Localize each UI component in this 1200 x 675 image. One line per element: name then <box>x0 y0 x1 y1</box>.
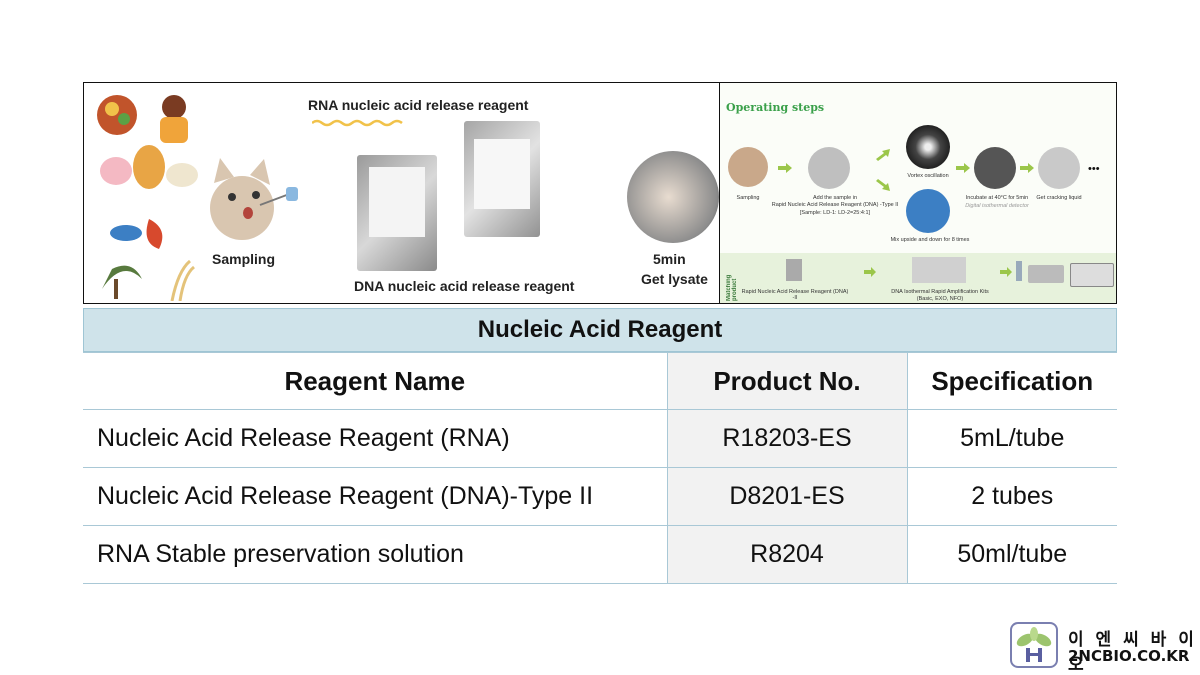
rna-reagent-title: RNA nucleic acid release reagent <box>308 97 529 113</box>
table-row: RNA Stable preservation solution R8204 5… <box>83 525 1117 584</box>
sample-types-illustration <box>97 95 198 301</box>
operating-steps-panel: Operating steps Sampling Add the sample … <box>720 82 1117 304</box>
cat-illustration <box>210 158 298 240</box>
header-reagent-name: Reagent Name <box>83 352 668 410</box>
vortex-photo <box>906 125 950 169</box>
more-steps-ellipsis: ••• <box>1088 163 1100 175</box>
table-row: Nucleic Acid Release Reagent (RNA) R1820… <box>83 409 1117 468</box>
cell-specification: 5mL/tube <box>906 409 1117 468</box>
step-sampling-photo <box>728 147 768 187</box>
instrument-photo <box>1070 263 1114 287</box>
product-photo-panel: Sampling RNA nucleic acid release reagen… <box>83 82 720 304</box>
incubate-photo <box>974 147 1016 189</box>
cell-specification: 2 tubes <box>906 467 1117 526</box>
cell-product-no: D8201-ES <box>666 467 908 526</box>
header-product-no: Product No. <box>666 352 908 410</box>
matching-product-strip: Matching product Rapid Nucleic Acid Rele… <box>720 253 1116 303</box>
dna-reagent-title: DNA nucleic acid release reagent <box>354 278 575 294</box>
sampling-label: Sampling <box>212 251 276 267</box>
arrow-right-icon <box>1000 267 1012 277</box>
arrow-right-icon <box>956 163 970 173</box>
time-label: 5min <box>653 251 686 267</box>
dna-reagent-bag-photo <box>357 155 437 271</box>
lysate-label: Get lysate <box>641 271 708 287</box>
step-incubate-label: Incubate at 40°C for 5min <box>965 195 1029 201</box>
table-header-row: Reagent Name Product No. Specification <box>83 352 1117 410</box>
step-vortex-label: Vortex oscillation <box>907 173 949 179</box>
cell-product-no: R18203-ES <box>666 409 908 468</box>
step-sampling-label: Sampling <box>736 195 760 201</box>
arrow-right-icon <box>778 163 792 173</box>
matching-product-label: Matching product <box>726 274 738 301</box>
step-crack-label: Get cracking liquid <box>1036 195 1082 201</box>
detector-photo <box>1028 265 1064 283</box>
step-add-sample-label-1: Add the sample in <box>812 195 858 201</box>
cell-reagent-name: RNA Stable preservation solution <box>83 525 668 584</box>
arrow-up-right-icon <box>876 149 890 161</box>
rna-reagent-bag-photo <box>464 121 540 237</box>
cell-reagent-name: Nucleic Acid Release Reagent (DNA)-Type … <box>83 467 668 526</box>
lysate-photo <box>627 151 719 243</box>
company-name-korean: 이 엔 씨 바 이 오 <box>1068 630 1197 675</box>
cracking-liquid-photo <box>1038 147 1080 189</box>
arrow-right-icon <box>864 267 876 277</box>
table-title-banner: Nucleic Acid Reagent <box>83 308 1117 352</box>
step-add-sample-label-2: Rapid Nucleic Acid Release Reagent (DNA)… <box>771 202 899 208</box>
cell-product-no: R8204 <box>666 525 908 584</box>
amplification-kit-photo <box>912 257 966 283</box>
company-website: 2NCBIO.CO.KR <box>1068 647 1190 665</box>
operating-steps-heading: Operating steps <box>726 101 825 114</box>
header-specification: Specification <box>906 352 1117 410</box>
arrow-down-right-icon <box>876 179 890 191</box>
step-incubate-sublabel: Digital isothermal detector <box>965 203 1029 209</box>
mix-photo <box>906 189 950 233</box>
tube-photo <box>1016 261 1022 281</box>
sprout-logo-icon <box>1016 627 1052 662</box>
reagent-table: Reagent Name Product No. Specification N… <box>83 352 1117 584</box>
cell-reagent-name: Nucleic Acid Release Reagent (RNA) <box>83 409 668 468</box>
table-row: Nucleic Acid Release Reagent (DNA)-Type … <box>83 467 1117 526</box>
arrow-right-icon <box>1020 163 1034 173</box>
step-mix-label: Mix upside and down for 8 times <box>890 237 970 243</box>
cell-specification: 50ml/tube <box>906 525 1117 584</box>
matching-bag-photo <box>786 259 802 281</box>
matching-item-2: DNA Isothermal Rapid Amplification Kits <box>891 289 989 295</box>
matching-item-1: Rapid Nucleic Acid Release Reagent (DNA)… <box>741 289 849 301</box>
step-add-sample-label-3: [Sample: LD-1: LD-2=25:4:1] <box>799 210 871 216</box>
matching-item-3: (Basic, EXO, NFO) <box>916 296 964 302</box>
squiggle-decoration <box>312 119 403 127</box>
company-logo <box>1010 622 1058 668</box>
step-add-sample-photo <box>808 147 850 189</box>
